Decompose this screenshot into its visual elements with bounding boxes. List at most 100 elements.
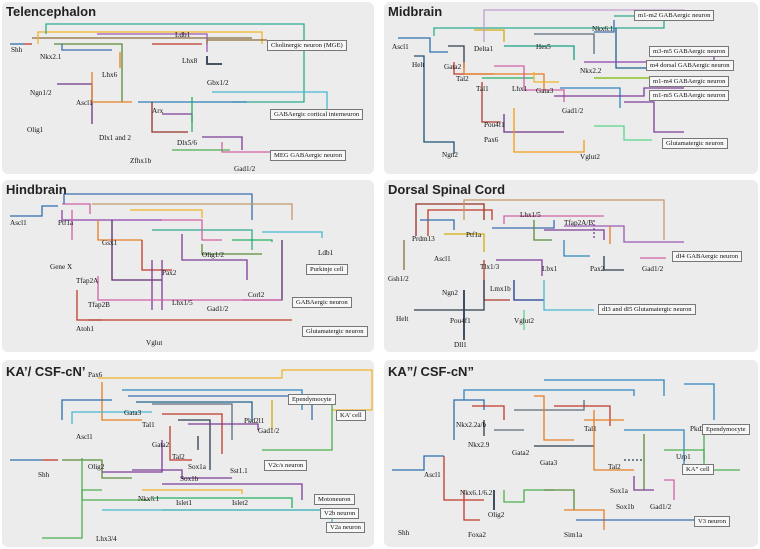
cell-type-box: dI4 GABAergic neuron [672,251,743,263]
panel-dorsal-spinal-cord: Dorsal Spinal Cord Prdm13 Ptf1a Lhx1/5 T… [384,180,758,352]
cell-type-box: dI3 and dI5 Glutamatergic neuron [598,304,696,316]
cell-type-box: GABAergic cortical interneuron [270,109,364,121]
cell-type-box: Cholinergic neuron (MGE) [267,40,347,52]
gene-label: Lbx1 [542,265,558,273]
gene-label: Tal1 [584,425,597,433]
gene-label: Dlx1 and 2 [99,134,131,142]
gene-label: Lhx3/4 [96,535,117,543]
gene-label: Ascl1 [10,219,27,227]
gene-label: Pkd2l1 [244,417,265,425]
gene-label: Tal2 [172,453,185,461]
gene-label: Lhx1/5 [520,211,541,219]
gene-label: Ngn2 [442,289,458,297]
gene-label: Pax6 [484,136,499,144]
gene-label: Lmx1b [490,285,511,293]
gene-label: Sox1b [616,503,635,511]
cell-type-box: Ependymocyte [702,424,750,436]
gene-label: Gata2 [152,441,170,449]
gene-label: Tal1 [476,85,489,93]
gene-label: Gata2 [444,63,462,71]
gene-label: Shh [398,529,410,537]
cell-type-box: KA’ cell [336,410,366,422]
gene-label: Dll1 [454,341,467,349]
cell-type-box: m1-m2 GABAergic neuron [634,10,715,22]
gene-label: Pax2 [590,265,605,273]
gene-label: Gsh1/2 [388,275,409,283]
gene-label: Ascl1 [424,471,441,479]
cell-type-box: Ependymocyte [288,394,336,406]
cell-type-box: V2a neuron [326,522,365,534]
gene-label: Ascl1 [392,43,409,51]
gene-label: Nkx6.1 [592,25,614,33]
gene-label: Islet1 [176,499,192,507]
gene-label: Sst1.1 [230,467,248,475]
cell-type-box: m4 dorsal GABAergic neuron [646,60,734,72]
cell-type-box: m1-m4 GABAergic neuron [649,76,730,88]
gene-label: Gata2 [512,449,530,457]
gene-label: Ascl1 [76,99,93,107]
gene-label: Tfap2A/B [564,219,594,227]
panel-title: Telencephalon [6,4,97,19]
gene-label: Zfhx1b [130,157,152,165]
gene-label: Gad1/2 [234,165,256,173]
panel-ka-double-prime: KA”/ CSF-cN” Nkx2.2a/b Tal1 Nkx2.9 Gata2… [384,360,758,547]
cell-type-box: MEG GABAergic neuron [270,150,347,162]
gene-label: Gsx1 [102,239,118,247]
panel-title: KA’/ CSF-cN’ [6,364,86,379]
gene-label: Sox1a [610,487,628,495]
gene-label: Islet2 [232,499,248,507]
cell-type-box: m1-m5 GABAergic neuron [649,90,730,102]
panel-telencephalon: Telencephalon Shh Nkx2.1 Ldb1 Lhx6 Lhx8 … [2,2,374,174]
gene-label: Gad1/2 [562,107,584,115]
midbrain-wires [398,9,715,154]
gene-label: Gad1/2 [258,427,280,435]
gene-label: Ngn2 [442,151,458,159]
telencephalon-wires [10,23,328,153]
cell-type-box: V3 neuron [694,516,731,528]
panel-title: Dorsal Spinal Cord [388,182,506,197]
gene-label: Pax6 [88,371,103,379]
gene-label: Hes5 [536,43,551,51]
cell-type-box: Purkinje cell [306,264,348,276]
gene-label: Olig1 [27,126,44,134]
gene-label: Ptf1a [58,219,74,227]
gene-label: Tal2 [608,463,621,471]
gene-label: Nkx2.2a/b [456,421,487,429]
gene-label: Prdm13 [412,235,435,243]
gene-label: Olig2 [88,463,105,471]
gene-label: Gad1/2 [642,265,664,273]
ka-double-prime-wires [392,379,740,530]
panel-midbrain: Midbrain Ascl1 Helt Delta1 Hes5 Nkx6.1 G… [384,2,758,174]
gene-label: Olig2 [488,511,505,519]
gene-label: Olig1/2 [202,251,224,259]
gene-label: Tfap2B [88,301,110,309]
gene-label: Nkx6.1 [138,495,160,503]
gene-label: Ldb1 [175,31,191,39]
panel-hindbrain: Hindbrain Ascl1 Ptf1a Gsx1 Gene X Tfap2A… [2,180,374,352]
cell-type-box: V2c/s neuron [264,460,308,472]
gene-label: Corl2 [248,291,265,299]
gene-label: Sim1a [564,531,583,539]
gene-label: Ptf1a [466,231,482,239]
gene-label: Atoh1 [76,325,94,333]
gene-label: Gata3 [124,409,142,417]
gene-label: Shh [38,471,50,479]
gene-label: Gbx1/2 [207,79,229,87]
cell-type-box: m3-m5 GABAergic neuron [649,46,730,58]
gene-label: Lhx8 [182,57,198,65]
hindbrain-wires [10,193,323,321]
gene-label: Sox1b [180,475,199,483]
gene-label: Helt [412,61,425,69]
cell-type-box: Motoneuron [314,494,355,506]
gene-label: Pax2 [162,269,177,277]
panel-title: Midbrain [388,4,443,19]
gene-label: Pkd2l1 [690,425,711,433]
gene-label: Foxa2 [468,531,486,539]
gene-label: Urp1 [676,453,691,461]
gene-label: Ngn1/2 [30,89,52,97]
gene-label: Lhx1 [512,85,528,93]
gene-label: Vglut [146,339,163,347]
gene-label: Delta1 [474,45,494,53]
gene-label: Gad1/2 [650,503,672,511]
